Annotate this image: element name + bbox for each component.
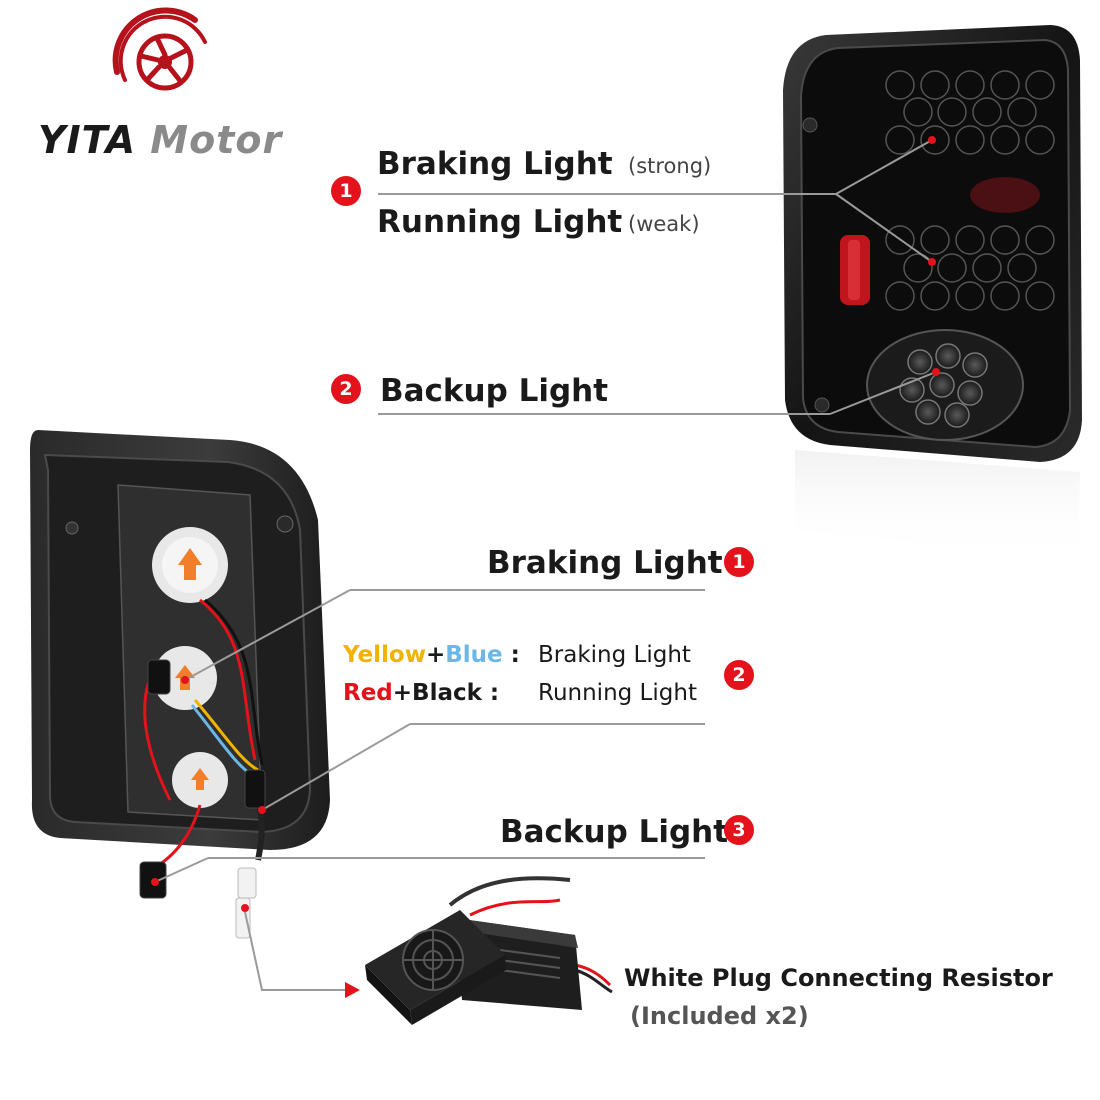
label-resistor: White Plug Connecting Resistor — [624, 964, 1053, 992]
wire-plus: + — [425, 642, 446, 668]
wire-function-running: Running Light — [538, 680, 697, 706]
note-included: (Included x2) — [630, 1002, 809, 1030]
note-weak: (weak) — [628, 212, 700, 236]
leader-markers — [151, 136, 940, 998]
brand-name-part2: Motor — [150, 118, 283, 162]
wire-red-black: Red+Black : — [343, 680, 499, 706]
wire-yellow-blue: Yellow+Blue : — [343, 642, 520, 668]
badge-backup-back: 3 — [724, 815, 754, 845]
taillight-front-image — [783, 25, 1082, 560]
wire-color-blue: Blue — [445, 642, 503, 668]
wire-colon: : — [502, 642, 520, 668]
badge-backup-top: 2 — [331, 374, 361, 404]
wheel-logo-icon — [112, 7, 207, 91]
brand-logo: YITA Motor — [38, 118, 282, 162]
badge-braking-back: 1 — [724, 547, 754, 577]
wire-color-red: Red — [343, 680, 393, 706]
note-strong: (strong) — [628, 154, 712, 178]
wire-color-yellow: Yellow — [343, 642, 426, 668]
wire-function-braking: Braking Light — [538, 642, 691, 668]
label-braking-light-back: Braking Light — [487, 545, 723, 581]
leader-lines — [154, 139, 937, 991]
resistor-image — [365, 876, 613, 1025]
badge-braking-running: 1 — [331, 176, 361, 206]
label-running-light-top: Running Light — [377, 204, 623, 240]
taillight-back-image — [30, 430, 330, 939]
brand-name-part1: YITA — [38, 118, 137, 162]
label-backup-light-top: Backup Light — [380, 373, 609, 409]
wire-rest: +Black : — [392, 680, 500, 706]
label-backup-light-back: Backup Light — [500, 814, 729, 850]
label-braking-light-top: Braking Light — [377, 146, 613, 182]
badge-wires: 2 — [724, 660, 754, 690]
